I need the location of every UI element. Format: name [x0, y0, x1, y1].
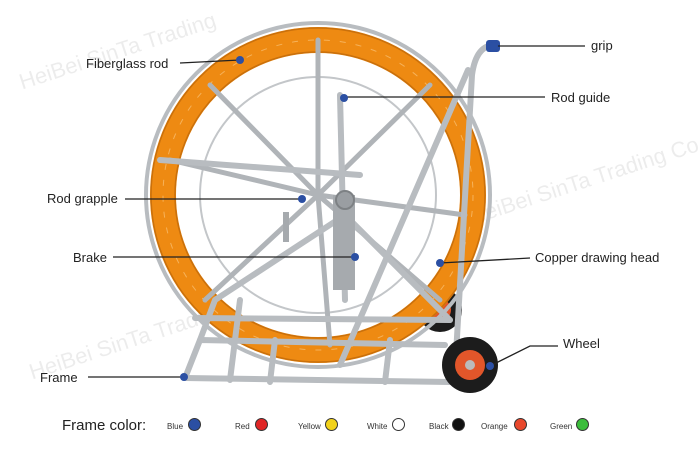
- label-copper-drawing-head: Copper drawing head: [535, 250, 660, 265]
- label-wheel: Wheel: [563, 336, 600, 351]
- swatch-green: [576, 418, 589, 431]
- hub-center: [335, 190, 355, 210]
- front-wheel: [442, 337, 498, 393]
- label-grip: grip: [591, 38, 613, 53]
- hub-plate: [333, 195, 355, 290]
- swatch-label-black: Black: [429, 422, 449, 431]
- swatch-blue: [188, 418, 201, 431]
- swatch-label-blue: Blue: [167, 422, 184, 431]
- guard-ring: [144, 21, 492, 369]
- swatch-orange: [514, 418, 527, 431]
- swatch-white: [392, 418, 405, 431]
- swatch-label-yellow: Yellow: [298, 422, 321, 431]
- swatch-label-white: White: [367, 422, 388, 431]
- label-frame: Frame: [40, 370, 78, 385]
- callout-markers: [180, 42, 498, 381]
- label-brake: Brake: [73, 250, 107, 265]
- swatch-label-orange: Orange: [481, 422, 508, 431]
- grapple-arm: [283, 212, 289, 242]
- swatch-label-red: Red: [235, 422, 250, 431]
- label-rod-grapple: Rod grapple: [47, 191, 118, 206]
- frame-color-title: Frame color:: [62, 417, 147, 434]
- label-fiberglass-rod: Fiberglass rod: [86, 56, 169, 71]
- swatch-yellow: [325, 418, 338, 431]
- frame-tubes: [157, 42, 498, 385]
- swatch-label-green: Green: [550, 422, 573, 431]
- swatch-black: [452, 418, 465, 431]
- label-rod-guide: Rod guide: [551, 90, 611, 105]
- swatch-red: [255, 418, 268, 431]
